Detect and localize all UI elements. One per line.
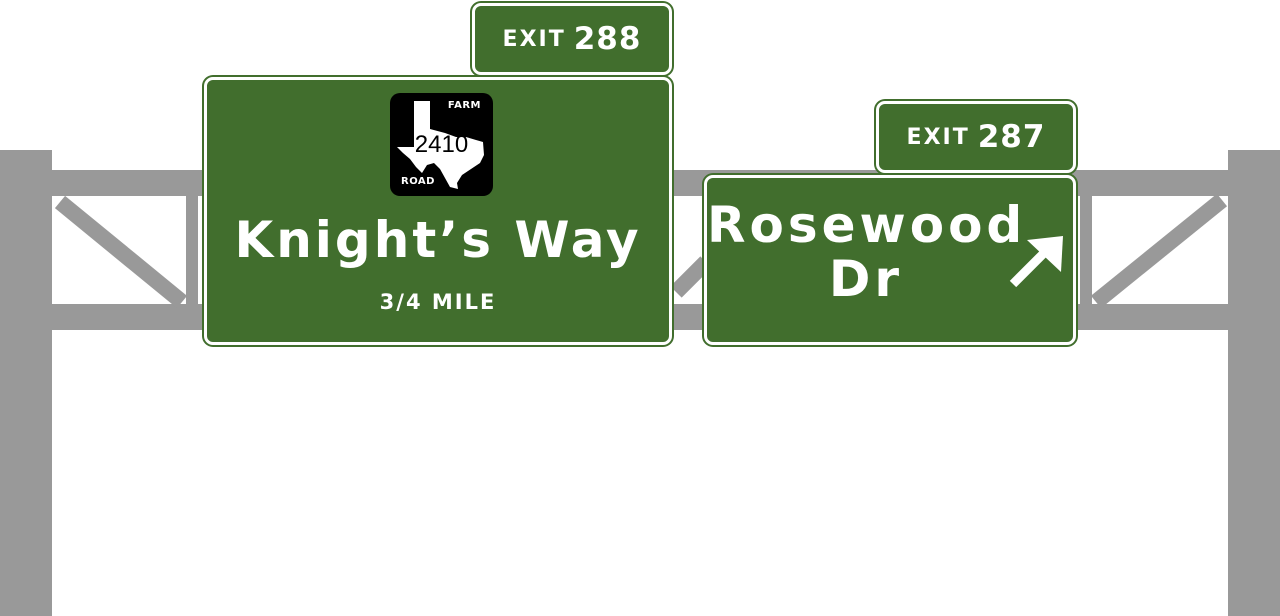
- knights-way-guide-sign: FARM 2410 ROAD Knight’s Way 3/4 MILE: [204, 77, 672, 345]
- up-right-arrow-icon: [1009, 236, 1063, 288]
- right-truss-diagonal: [1090, 193, 1228, 309]
- destination-line-1: Rosewood: [707, 196, 1027, 254]
- left-truss-vertical: [186, 196, 198, 304]
- farm-road-shield: FARM 2410 ROAD: [390, 93, 493, 196]
- shield-route-number: 2410: [414, 131, 469, 158]
- shield-bottom-label: ROAD: [401, 176, 435, 187]
- left-support-post: [0, 150, 52, 616]
- destination-rosewood-dr: Rosewood Dr: [707, 198, 1025, 306]
- exit-number: 287: [977, 119, 1046, 155]
- advance-distance: 3/4 MILE: [379, 290, 497, 314]
- rosewood-dr-exit-sign: Rosewood Dr: [704, 175, 1076, 345]
- exit-word: EXIT: [906, 124, 970, 150]
- exit-word: EXIT: [502, 26, 566, 52]
- right-truss-vertical: [1080, 196, 1092, 304]
- shield-top-label: FARM: [447, 100, 481, 111]
- exit-287-tab: EXIT 287: [876, 101, 1076, 173]
- exit-number: 288: [573, 21, 642, 57]
- destination-line-2: Dr: [828, 250, 904, 308]
- destination-knights-way: Knight’s Way: [234, 211, 642, 269]
- texas-state-outline-icon: [397, 101, 484, 189]
- exit-288-tab: EXIT 288: [472, 3, 672, 75]
- left-truss-diagonal: [54, 195, 188, 309]
- right-support-post: [1228, 150, 1280, 616]
- center-truss-diagonal: [670, 256, 712, 298]
